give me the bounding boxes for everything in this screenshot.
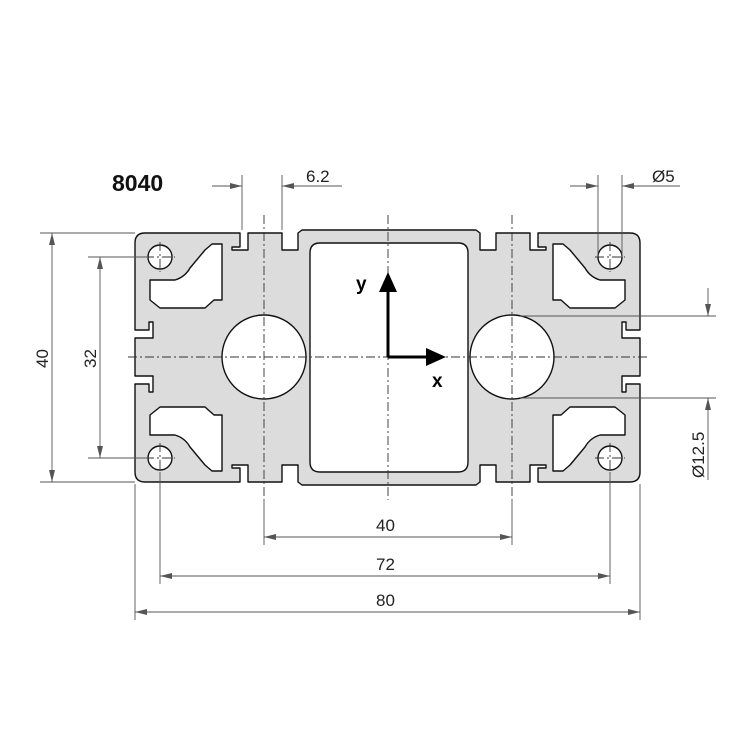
pocket-bottom-right	[552, 406, 626, 472]
y-axis-label: y	[356, 274, 367, 295]
dim-spacing-center: 40	[263, 500, 513, 545]
dim-bore-diameter-label: Ø12.5	[689, 432, 708, 478]
dim-bore-diameter: Ø12.5	[520, 288, 716, 480]
profile-body	[134, 229, 641, 486]
dim-spacing-holes: 72	[159, 472, 611, 584]
profile-title: 8040	[112, 170, 163, 196]
dim-slot-width-label: 6.2	[306, 167, 330, 186]
x-arrowhead	[426, 348, 446, 366]
pocket-top-left	[149, 243, 223, 309]
x-axis-label: x	[432, 371, 443, 392]
dim-height-inner: 32	[81, 256, 148, 459]
dim-hole-diameter-label: Ø5	[652, 167, 675, 186]
pocket-top-right	[552, 243, 626, 309]
dim-height-total: 40	[33, 232, 135, 483]
dim-width-total: 80	[134, 484, 641, 620]
dim-width-total-label: 80	[376, 591, 395, 610]
dim-hole-diameter: Ø5	[570, 167, 680, 257]
dim-spacing-center-label: 40	[376, 516, 395, 535]
dim-spacing-holes-label: 72	[376, 555, 395, 574]
dim-height-total-label: 40	[33, 349, 52, 368]
dim-height-inner-label: 32	[81, 349, 100, 368]
y-arrowhead	[379, 272, 397, 292]
coordinate-axes: y x	[356, 272, 446, 392]
pocket-bottom-left	[149, 406, 223, 472]
dim-slot-width: 6.2	[212, 167, 342, 230]
